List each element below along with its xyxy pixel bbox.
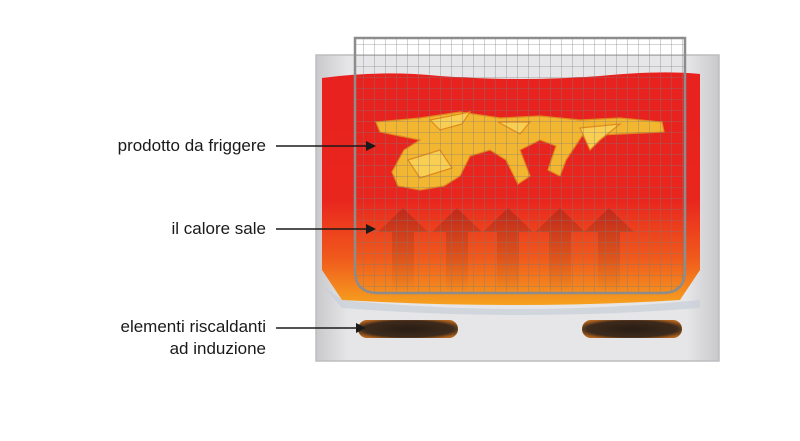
induction-element-right <box>582 320 682 338</box>
tank-bottom <box>322 285 700 315</box>
label-heat: il calore sale <box>171 219 267 238</box>
fry-basket-mesh <box>355 38 685 293</box>
label-elements-line1: elementi riscaldanti <box>120 317 266 336</box>
induction-element-left <box>358 320 458 338</box>
fry-basket-frame <box>353 36 687 295</box>
label-elements: elementi riscaldanti ad induzione <box>120 316 266 360</box>
label-elements-line2: ad induzione <box>169 339 266 358</box>
label-product: prodotto da friggere <box>117 136 266 155</box>
